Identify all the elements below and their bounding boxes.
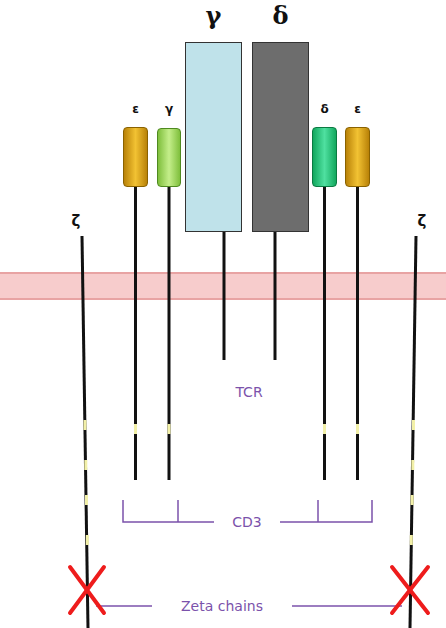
chain-label: ε (354, 103, 361, 115)
cd3-gamma: γ (157, 103, 181, 187)
group-label: TCR (232, 385, 265, 399)
chain-label: δ (320, 103, 328, 115)
tcr-gamma-chain: γ (185, 4, 242, 232)
zeta-chain (82, 236, 88, 628)
cd3-tail (134, 186, 137, 480)
tcr-delta-chain: δ (252, 4, 309, 232)
chain-domain (123, 127, 148, 187)
zeta-chain (410, 236, 416, 628)
chain-domain (312, 127, 337, 187)
tcr-tail (223, 232, 226, 360)
cd3-tail (356, 186, 359, 480)
chain-domain (185, 42, 242, 232)
group-label: CD3 (229, 515, 264, 529)
chain-label: ε (132, 103, 139, 115)
zeta-label: ζ (69, 214, 84, 229)
chain-domain (252, 42, 309, 232)
group-label: Zeta chains (178, 599, 266, 613)
chain-domain (157, 128, 181, 187)
cd3-epsilon: ε (123, 103, 148, 187)
cd3-epsilon: ε (345, 103, 370, 187)
itam-marks (84, 420, 416, 545)
chain-label: γ (206, 4, 222, 28)
cd3-tail (323, 186, 326, 480)
chain-label: δ (272, 4, 288, 28)
cd3-tail (168, 186, 171, 480)
zeta-label: ζ (415, 214, 430, 229)
red-cross (70, 567, 428, 613)
cd3-delta: δ (312, 103, 337, 187)
tcr-tail (274, 232, 277, 360)
chain-label: γ (165, 103, 173, 115)
chain-domain (345, 127, 370, 187)
